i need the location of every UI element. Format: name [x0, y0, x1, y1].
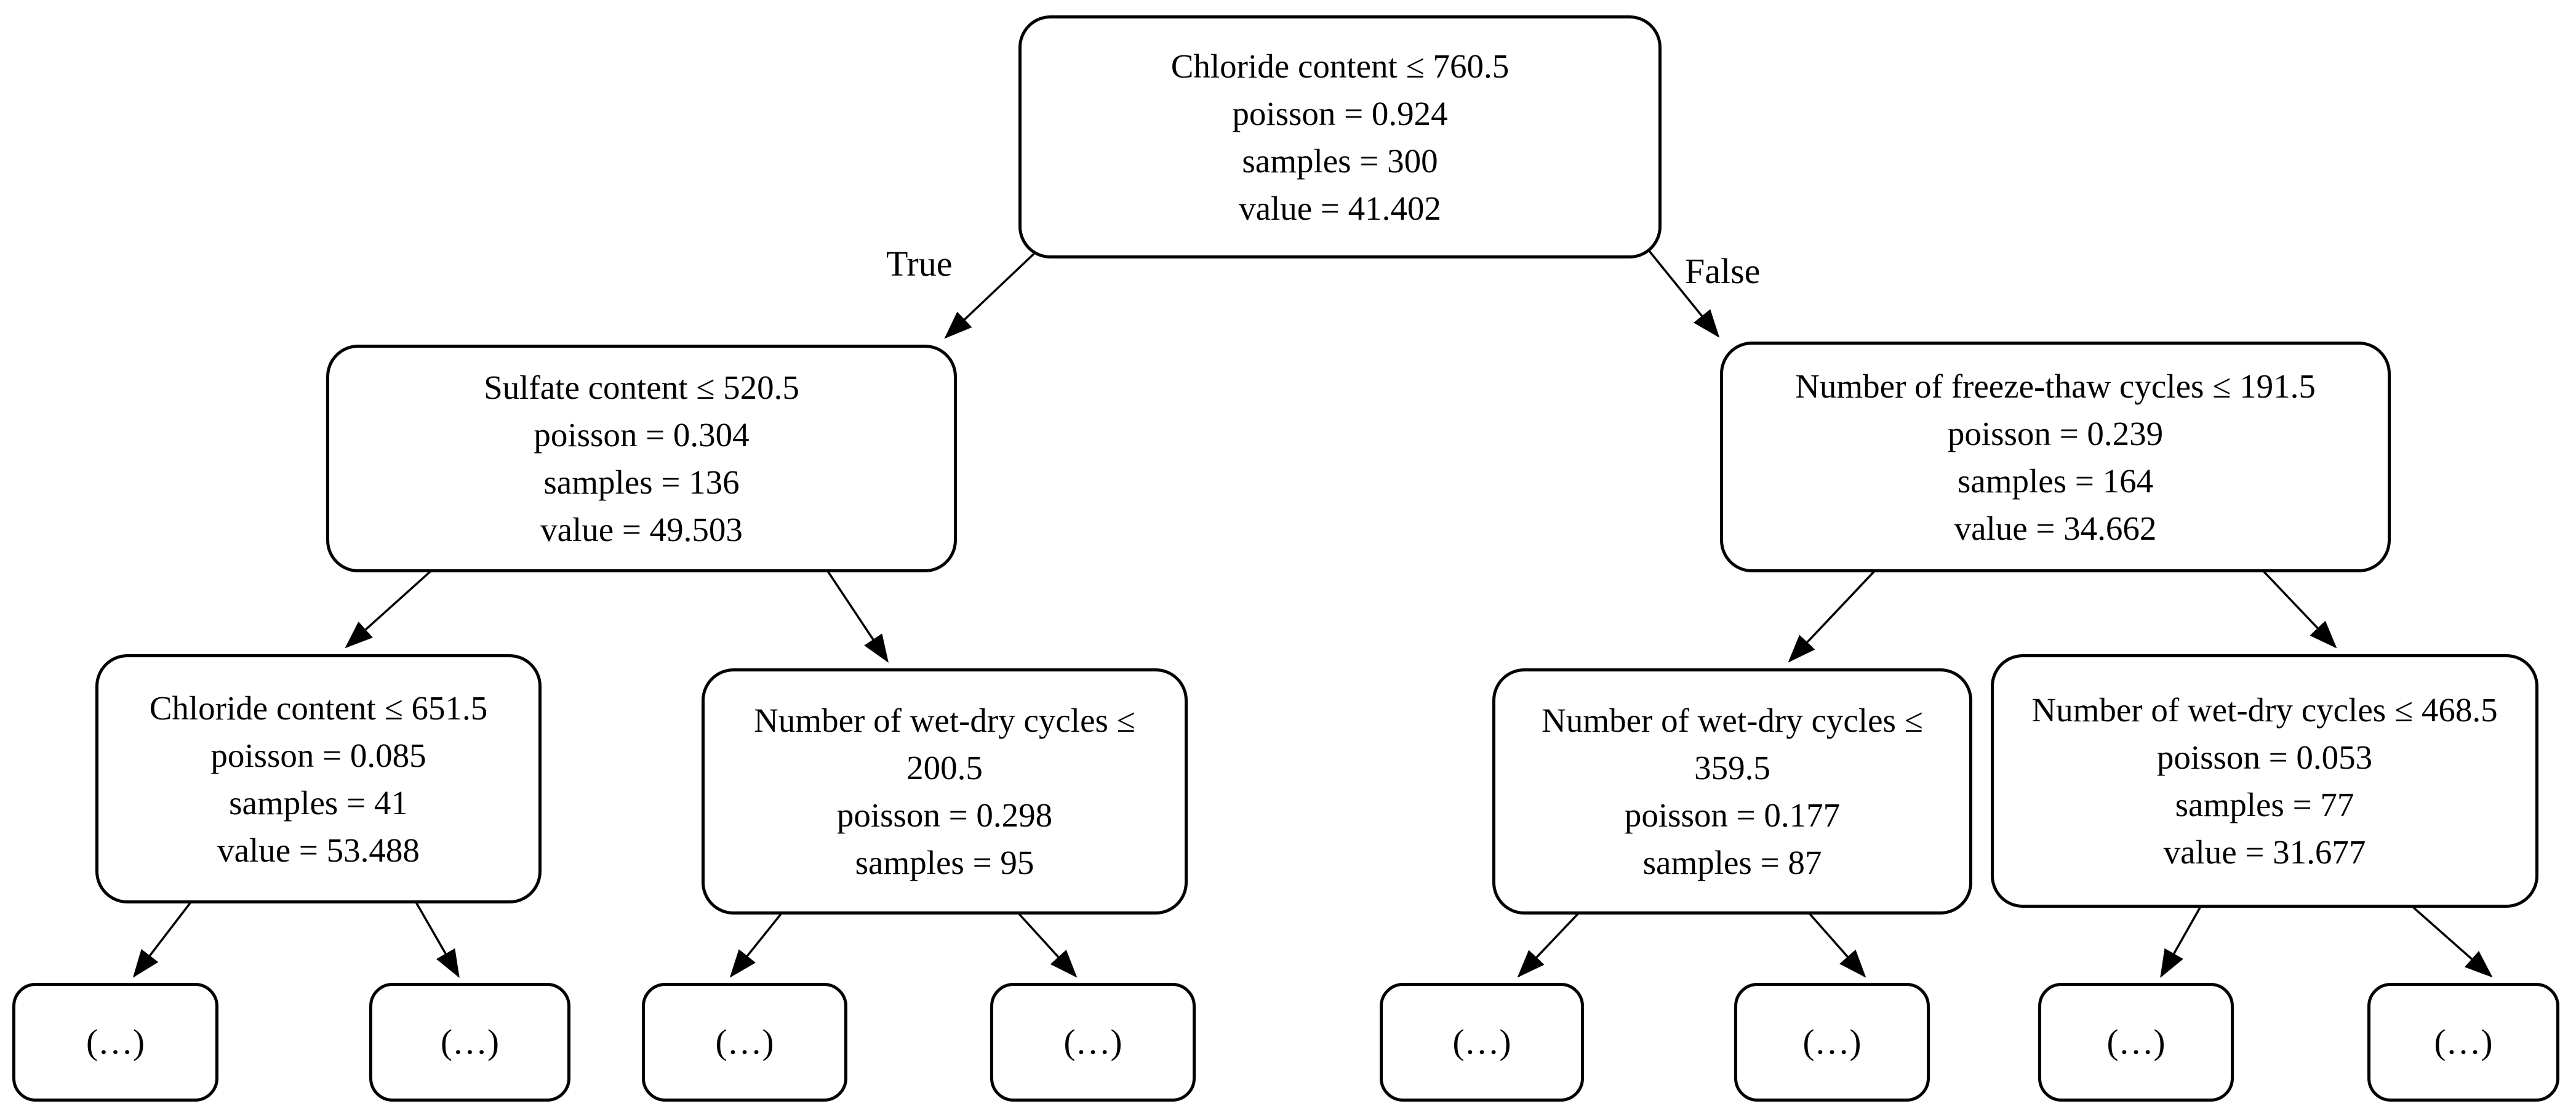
node-poisson: poisson = 0.304: [534, 416, 750, 454]
node-value: value = 41.402: [1239, 189, 1441, 227]
leaf-ellipsis: (…): [1063, 1023, 1122, 1062]
node-condition: Sulfate content ≤ 520.5: [484, 369, 799, 406]
node-value: value = 34.662: [1954, 509, 2157, 547]
tree-node-leaf-6: (…): [1734, 983, 1930, 1102]
tree-node-root: Chloride content ≤ 760.5 poisson = 0.924…: [1018, 15, 1662, 258]
edge-rightright-leaf7: [2160, 906, 2202, 979]
tree-node-right-right: Number of wet-dry cycles ≤ 468.5 poisson…: [1991, 654, 2538, 908]
tree-node-leaf-1: (…): [12, 983, 218, 1102]
node-poisson: poisson = 0.085: [210, 736, 426, 774]
tree-node-leaf-4: (…): [990, 983, 1196, 1102]
node-value: value = 53.488: [217, 831, 420, 869]
edge-leftleft-leaf2: [415, 902, 460, 979]
node-samples: samples = 77: [2175, 786, 2354, 823]
edge-right-rightright: [2262, 570, 2337, 649]
node-condition: Number of freeze-thaw cycles ≤ 191.5: [1795, 367, 2316, 405]
tree-node-left-left: Chloride content ≤ 651.5 poisson = 0.085…: [95, 654, 542, 903]
node-poisson: poisson = 0.239: [1947, 414, 2164, 452]
node-poisson: poisson = 0.177: [1624, 796, 1841, 834]
edge-left-leftright: [826, 571, 889, 663]
edge-root-right: [1643, 244, 1720, 338]
edge-right-rightleft: [1788, 570, 1876, 663]
leaf-ellipsis: (…): [715, 1023, 774, 1062]
tree-node-leaf-5: (…): [1380, 983, 1584, 1102]
tree-node-leaf-8: (…): [2367, 983, 2559, 1102]
edge-leftright-leaf3: [729, 912, 783, 978]
leaf-ellipsis: (…): [1802, 1023, 1862, 1062]
leaf-ellipsis: (…): [2106, 1023, 2166, 1062]
node-condition: Number of wet-dry cycles ≤ 200.5: [754, 702, 1135, 787]
edge-root-left: [944, 247, 1041, 339]
node-value: value = 31.677: [2163, 833, 2366, 871]
node-samples: samples = 300: [1242, 142, 1438, 180]
edge-rightleft-leaf5: [1517, 912, 1580, 978]
node-value: value = 49.503: [540, 511, 743, 548]
tree-node-right: Number of freeze-thaw cycles ≤ 191.5 poi…: [1720, 342, 2391, 572]
node-samples: samples = 87: [1642, 844, 1822, 881]
edge-leftright-leaf4: [1017, 912, 1078, 978]
false-branch-label: False: [1685, 251, 1761, 291]
tree-node-left-right: Number of wet-dry cycles ≤ 200.5 poisson…: [702, 668, 1188, 915]
node-samples: samples = 164: [1957, 462, 2154, 500]
tree-node-right-left: Number of wet-dry cycles ≤ 359.5 poisson…: [1492, 668, 1972, 915]
node-samples: samples = 136: [543, 463, 740, 501]
node-condition: Chloride content ≤ 760.5: [1170, 47, 1510, 85]
tree-node-leaf-7: (…): [2038, 983, 2234, 1102]
leaf-ellipsis: (…): [86, 1023, 145, 1062]
node-condition: Chloride content ≤ 651.5: [149, 689, 488, 727]
tree-node-leaf-3: (…): [642, 983, 847, 1102]
leaf-ellipsis: (…): [1452, 1023, 1511, 1062]
edge-rightleft-leaf6: [1808, 912, 1866, 978]
node-condition: Number of wet-dry cycles ≤ 468.5: [2031, 691, 2498, 729]
node-samples: samples = 95: [855, 844, 1034, 881]
node-condition: Number of wet-dry cycles ≤ 359.5: [1542, 702, 1923, 787]
edge-rightright-leaf8: [2411, 905, 2493, 978]
tree-node-leaf-2: (…): [369, 983, 570, 1102]
true-branch-label: True: [886, 244, 953, 284]
leaf-ellipsis: (…): [441, 1023, 499, 1062]
tree-node-left: Sulfate content ≤ 520.5 poisson = 0.304 …: [326, 345, 957, 572]
node-samples: samples = 41: [229, 783, 408, 822]
node-poisson: poisson = 0.053: [2156, 739, 2373, 776]
node-poisson: poisson = 0.924: [1232, 94, 1448, 132]
node-poisson: poisson = 0.298: [836, 796, 1053, 834]
edge-left-leftleft: [345, 570, 432, 649]
leaf-ellipsis: (…): [2434, 1023, 2493, 1062]
edge-leftleft-leaf1: [132, 901, 192, 978]
